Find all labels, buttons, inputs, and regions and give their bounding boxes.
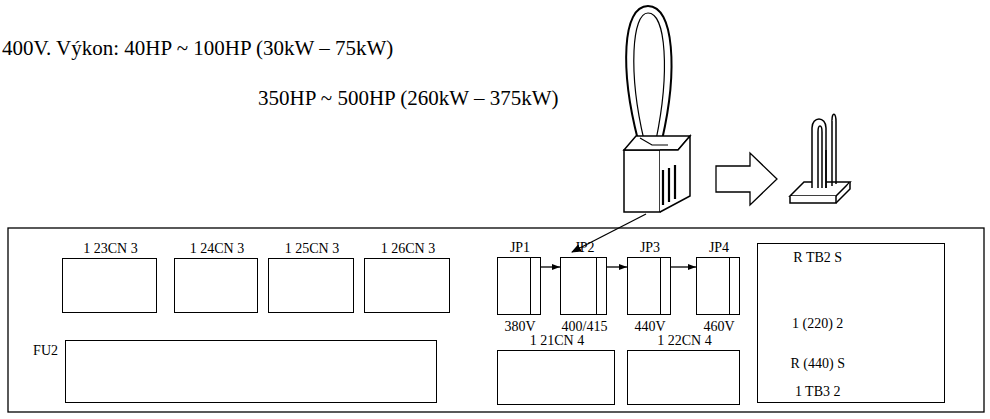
- jumper-arrow: [607, 266, 627, 267]
- jumper-socket: JP1380V: [497, 257, 541, 315]
- connector-label: 1 21CN 4: [530, 333, 584, 349]
- connector-box: 1 22CN 4: [627, 350, 740, 405]
- jumper-name: JP2: [574, 240, 594, 256]
- board-outline: [8, 228, 984, 412]
- jumper-socket: JP3440V: [627, 257, 671, 315]
- connector-box: 1 23CN 3: [62, 258, 157, 313]
- jumper-name: JP1: [510, 240, 530, 256]
- voltage-label: 440V: [634, 319, 665, 335]
- connector-box: 1 24CN 3: [174, 258, 258, 313]
- jumper-socket: JP2400/415: [560, 257, 607, 315]
- terminal-block: R TB2 S 1 (220) 2 R (440) S 1 TB3 2: [757, 243, 945, 403]
- connector-label: 1 22CN 4: [657, 333, 711, 349]
- connector-label: 1 (220) 2: [792, 316, 843, 332]
- connector-box: 1 21CN 4: [497, 350, 615, 405]
- connector-box: 1 26CN 3: [364, 258, 450, 313]
- connector-label: R TB2 S: [793, 250, 842, 266]
- pin-header: [790, 114, 850, 203]
- connector-label: 1 25CN 3: [285, 241, 339, 257]
- connector-label: 1 23CN 3: [83, 241, 137, 257]
- rating-note: 350HP ~ 500HP (260kW – 375kW): [258, 86, 559, 110]
- voltage-label: 460V: [703, 319, 734, 335]
- fuse-block: FU2: [65, 340, 437, 403]
- voltage-label: 400/415: [562, 319, 608, 335]
- connector-label: FU2: [33, 343, 58, 359]
- jumper-arrow: [541, 266, 560, 267]
- voltage-label: 380V: [504, 319, 535, 335]
- jumper-arrow: [671, 266, 696, 267]
- connector-box: 1 25CN 3: [268, 258, 354, 313]
- jumper-name: JP4: [709, 240, 729, 256]
- jumper-name: JP3: [640, 240, 660, 256]
- connector-label: 1 TB3 2: [795, 384, 841, 400]
- jumper-socket: JP4460V: [696, 257, 740, 315]
- connector-label: R (440) S: [790, 356, 844, 372]
- jumper-plug: [624, 6, 690, 212]
- connector-label: 1 24CN 3: [190, 241, 244, 257]
- hollow-arrow: [716, 153, 777, 205]
- connector-label: 1 26CN 3: [381, 241, 435, 257]
- rating-note: 400V. Výkon: 40HP ~ 100HP (30kW – 75kW): [2, 36, 393, 60]
